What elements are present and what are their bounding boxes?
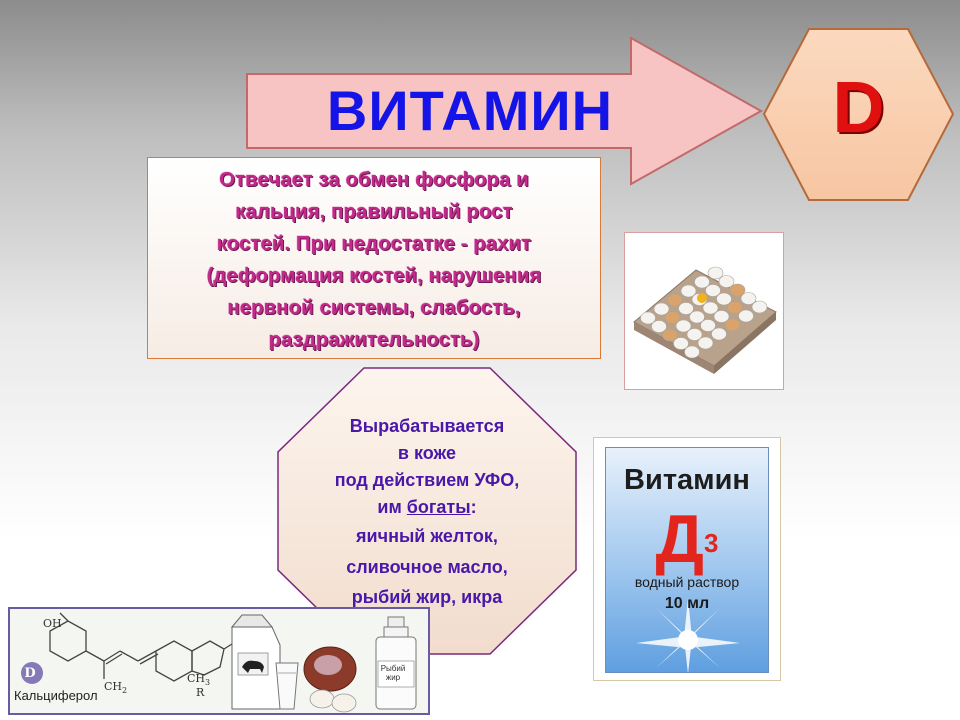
egg xyxy=(667,293,683,307)
rich-in-link: богаты xyxy=(406,497,471,517)
hexagon-shape xyxy=(762,28,955,201)
package-title: Витамин xyxy=(624,464,750,496)
milk-carton-icon xyxy=(230,614,281,710)
egg xyxy=(653,302,670,316)
sources-text: : xyxy=(470,497,477,517)
egg xyxy=(705,284,721,297)
egg xyxy=(724,318,741,332)
egg-tray-icon xyxy=(633,266,777,374)
fish-oil-label: Рыбий жир xyxy=(380,664,406,682)
eggs-icon xyxy=(309,689,357,713)
sources-line: сливочное масло, xyxy=(346,557,508,577)
egg xyxy=(707,266,724,280)
r-label: R xyxy=(196,686,205,699)
function-info-box: Отвечает за обмен фосфора и кальция, пра… xyxy=(147,157,601,359)
info-line: (деформация костей, нарушения xyxy=(206,264,542,287)
sources-octagon xyxy=(277,367,577,655)
egg xyxy=(686,328,703,341)
egg xyxy=(711,327,727,341)
vitamin-title: ВИТАМИН xyxy=(326,79,614,142)
calciferol-caption: Кальциферол xyxy=(14,688,98,703)
egg xyxy=(684,345,700,359)
vitamin-package-box xyxy=(605,447,769,673)
egg xyxy=(740,292,757,305)
meat-icon xyxy=(303,646,357,692)
sparkle-icon xyxy=(636,598,740,672)
egg xyxy=(697,336,714,350)
package-subscript: 3 xyxy=(703,528,719,558)
ch2-label: CH2 xyxy=(104,680,128,696)
info-line: Отвечает за обмен фосфора и xyxy=(219,168,529,191)
fish-oil-bottle-icon xyxy=(375,616,417,710)
calciferol-food-image xyxy=(8,607,430,715)
package-letter: Д3 xyxy=(605,505,769,573)
info-line: кальция, правильный рост xyxy=(235,200,513,223)
arrow-shape xyxy=(246,36,764,186)
egg xyxy=(680,284,697,298)
egg xyxy=(675,319,692,333)
sources-line: им богаты: xyxy=(276,497,578,518)
egg xyxy=(751,300,768,314)
egg xyxy=(662,328,678,342)
egg xyxy=(673,337,689,350)
egg xyxy=(678,302,694,315)
egg xyxy=(716,292,732,306)
package-solution: водный раствор xyxy=(634,574,740,590)
egg xyxy=(694,275,710,289)
package-volume: 10 мл xyxy=(664,595,710,612)
d-badge: D xyxy=(24,666,36,681)
milk-glass-icon xyxy=(275,662,299,710)
sources-line: Вырабатывается xyxy=(349,416,505,436)
sources-line: в коже xyxy=(397,443,457,463)
egg xyxy=(640,311,656,325)
egg xyxy=(664,311,681,324)
ch3-label: CH3 xyxy=(187,672,211,688)
egg xyxy=(738,309,754,323)
egg xyxy=(729,283,746,297)
package-letter-main: Д xyxy=(655,501,704,577)
info-line: костей. При недостатке - рахит xyxy=(216,232,532,255)
egg xyxy=(700,319,716,332)
info-line: раздражительность) xyxy=(268,328,480,351)
sources-text: им xyxy=(377,497,407,517)
egg xyxy=(718,275,735,288)
egg xyxy=(713,310,730,323)
sources-line: яичный желток, xyxy=(356,526,498,546)
sources-line: рыбий жир, икра xyxy=(351,587,503,607)
egg-yolk xyxy=(697,293,707,303)
calciferol-molecule-icon xyxy=(21,612,417,713)
egg xyxy=(651,320,667,333)
sources-line: под действием УФО, xyxy=(334,470,520,490)
oh-label: OH xyxy=(43,617,62,630)
info-line: нервной системы, слабость, xyxy=(227,296,521,319)
egg xyxy=(689,310,705,324)
vitamin-letter: D xyxy=(832,68,885,148)
egg xyxy=(702,301,719,315)
egg xyxy=(727,301,743,314)
